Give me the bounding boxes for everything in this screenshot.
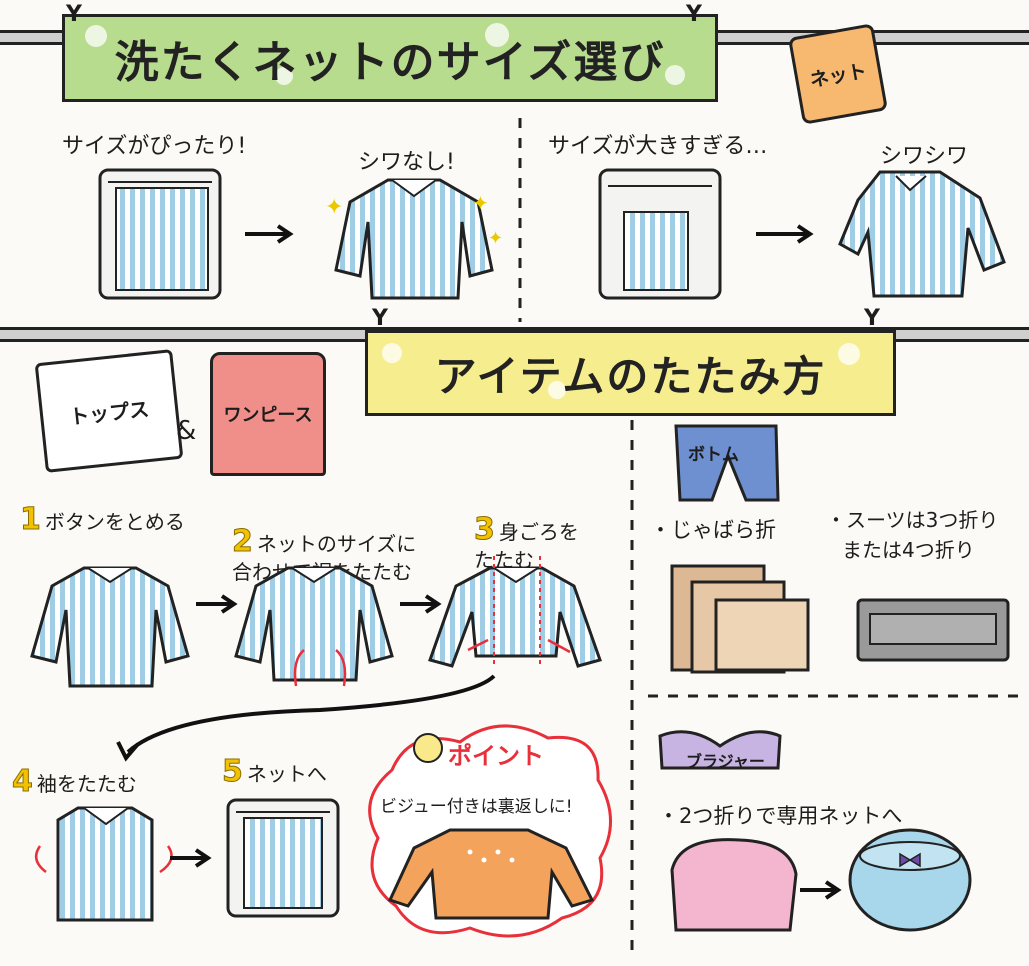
bra-label: ブラジャー bbox=[686, 752, 765, 771]
lightbulb-icon bbox=[413, 733, 443, 763]
shirt-hem-folded-icon bbox=[234, 566, 394, 682]
good-size-result: シワなし! bbox=[358, 150, 455, 175]
step-4-text: 袖をたたむ bbox=[36, 772, 137, 796]
bottom-pants-icon bbox=[674, 424, 780, 502]
step-5-number: 5 bbox=[222, 754, 244, 789]
page-title-banner: 洗たくネットのサイズ選び bbox=[62, 14, 718, 102]
hanger-clip-left: Y bbox=[66, 2, 82, 27]
hanger-clip-right: Y bbox=[686, 2, 702, 27]
wrinkled-shirt-icon bbox=[838, 170, 1006, 298]
bra-icon bbox=[658, 730, 782, 770]
step-4-number: 4 bbox=[12, 764, 34, 799]
shirt-buttoned-icon bbox=[30, 566, 190, 688]
bad-size-caption: サイズが大きすぎる… bbox=[548, 134, 768, 159]
hanger-clip-mid-right: Y bbox=[864, 306, 880, 331]
shirt-sleeves-folded-icon bbox=[56, 806, 154, 922]
bottom-label: ボトム bbox=[688, 445, 739, 465]
onepiece-label: ワンピース bbox=[223, 405, 313, 426]
step-1-number: 1 bbox=[20, 502, 42, 537]
point-title: ポイント bbox=[448, 742, 544, 770]
bad-size-result: シワシワ bbox=[880, 144, 969, 169]
suit-fold-method-line1: ・スーツは3つ折り bbox=[826, 508, 999, 532]
bijou-top-icon bbox=[387, 828, 595, 920]
folding-section-banner: アイテムのたたみ方 bbox=[365, 330, 896, 416]
folding-section-title: アイテムのたたみ方 bbox=[434, 351, 827, 401]
size-comparison-illustrations: ✦ ✦ ✦ bbox=[98, 118, 1006, 322]
suit-fold-method-line2: または4つ折り bbox=[842, 538, 975, 562]
step-3-text: 身ごろを たたむ bbox=[474, 520, 579, 572]
page-title: 洗たくネットのサイズ選び bbox=[114, 37, 666, 88]
bottom-fold-method: ・じゃばら折 bbox=[650, 518, 776, 542]
step-3-number: 3 bbox=[474, 512, 496, 547]
good-size-caption: サイズがぴったり! bbox=[62, 134, 247, 159]
step-1-text: ボタンをとめる bbox=[44, 510, 185, 534]
shirt-body-folded-icon bbox=[428, 566, 602, 668]
onepiece-dress-icon: ワンピース bbox=[210, 352, 326, 476]
point-text: ビジュー付きは裏返しに! bbox=[380, 797, 573, 817]
bra-fold-method: ・2つ折りで専用ネットへ bbox=[658, 804, 903, 828]
step-2-text: ネットのサイズに 合わせて裾をたたむ bbox=[232, 532, 417, 584]
and-mark: & bbox=[176, 416, 197, 446]
smooth-shirt-icon bbox=[334, 178, 494, 300]
svg-text:✦: ✦ bbox=[488, 228, 503, 249]
step-5-text: ネットへ bbox=[246, 762, 327, 786]
folded-bra-icon bbox=[670, 838, 798, 932]
step-2-number: 2 bbox=[232, 524, 254, 559]
hanger-clip-mid-left: Y bbox=[372, 306, 388, 331]
svg-text:✦: ✦ bbox=[325, 195, 343, 220]
svg-text:✦: ✦ bbox=[472, 191, 489, 215]
